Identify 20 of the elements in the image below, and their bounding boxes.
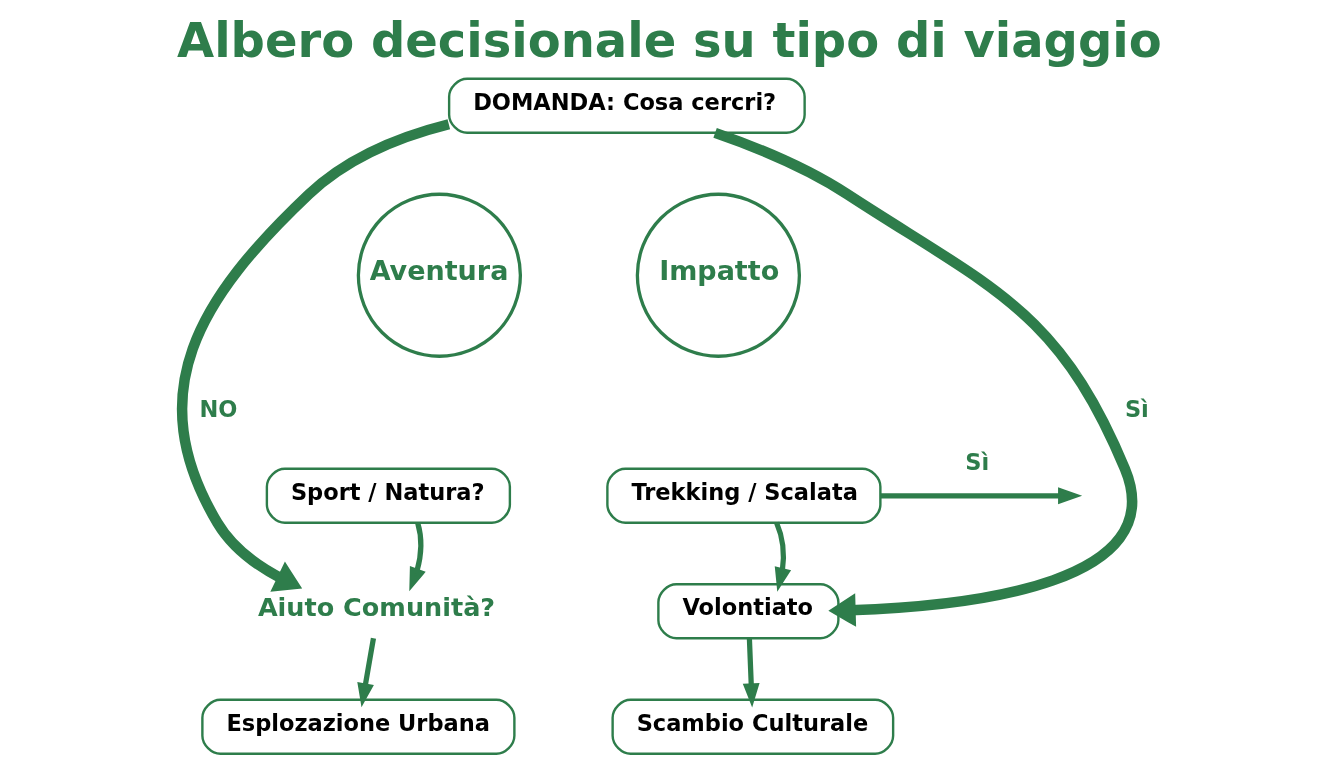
arrow [409, 522, 426, 592]
edge-label: Sì [1124, 396, 1149, 422]
arrow [774, 521, 792, 592]
arrow [177, 119, 451, 592]
node-box: DOMANDA: Cosa cercri? [447, 77, 806, 134]
arrow [880, 487, 1083, 505]
node-box: Scambio Culturale [611, 698, 895, 755]
node-box: Sport / Natura? [265, 467, 512, 524]
node-circle: Aventura [356, 192, 523, 358]
diagram-title: Albero decisionale su tipo di viaggio [177, 12, 1162, 69]
edge-label: NO [199, 396, 238, 422]
arrow [357, 637, 377, 708]
node-box: Volontiato [657, 583, 840, 640]
arrow [713, 127, 1137, 627]
node-circle: Impatto [635, 192, 802, 358]
arrow [742, 638, 760, 708]
node-box: Trekking / Scalata [606, 467, 882, 524]
edge-label: Sì [965, 448, 990, 475]
node-box: Esplozazione Urbana [201, 698, 516, 755]
node-text: Aiuto Comunità? [257, 591, 496, 622]
